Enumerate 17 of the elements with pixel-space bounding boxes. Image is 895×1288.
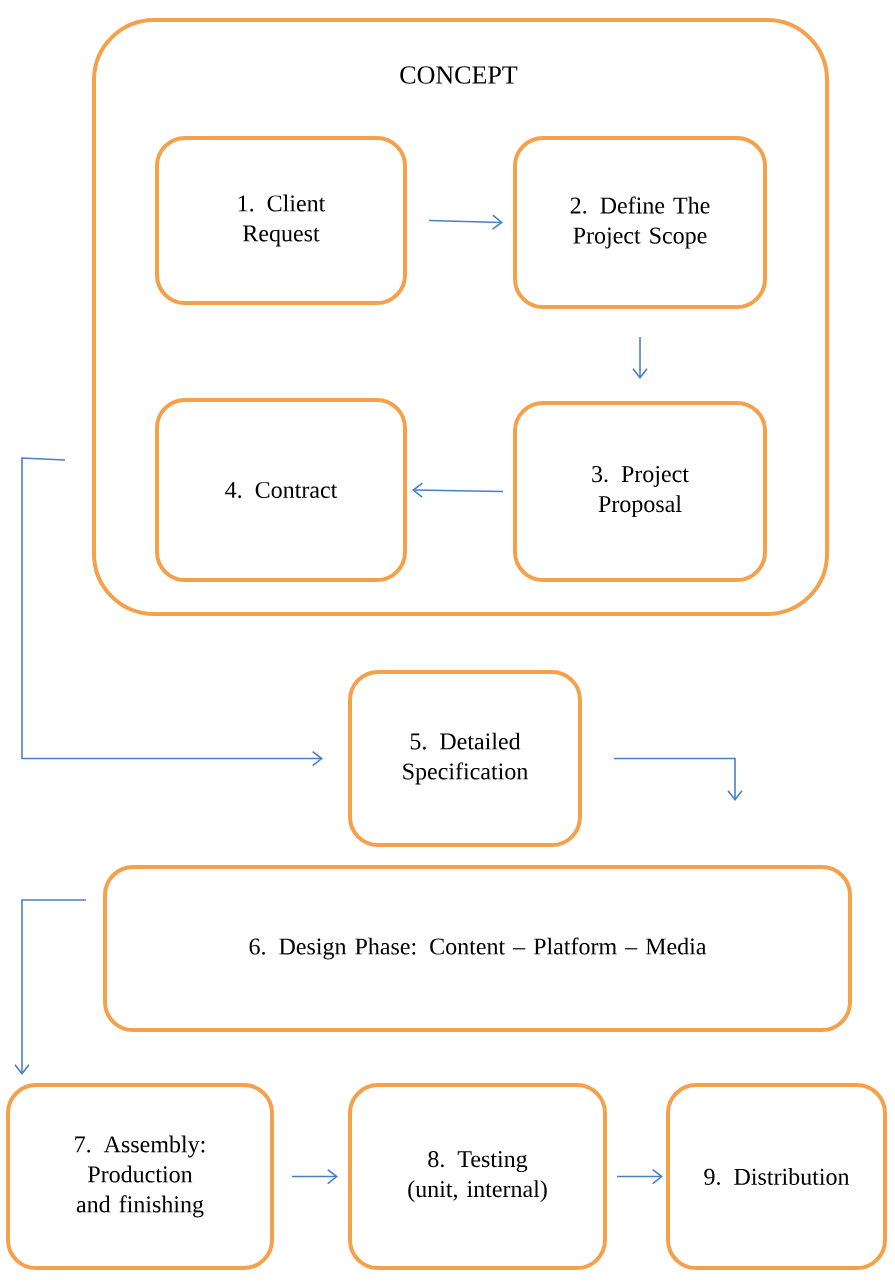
process-box: 2. Define The Project Scope	[513, 136, 767, 309]
arrow	[428, 214, 503, 230]
arrow	[14, 899, 87, 1075]
process-box: 5. Detailed Specification	[348, 670, 582, 847]
process-box: 8. Testing (unit, internal)	[348, 1083, 607, 1270]
process-box: 6. Design Phase: Content – Platform – Media	[103, 865, 852, 1032]
process-box: 4. Contract	[155, 398, 407, 582]
process-box: 9. Distribution	[666, 1083, 887, 1270]
arrow	[412, 482, 504, 498]
arrow	[616, 1168, 663, 1185]
arrow	[21, 457, 323, 767]
process-box: 3. Project Proposal	[513, 401, 767, 582]
process-box: 1. Client Request	[155, 136, 407, 305]
arrow	[632, 336, 648, 379]
arrow	[613, 757, 743, 801]
arrow	[291, 1168, 338, 1185]
process-box: 7. Assembly: Production and finishing	[6, 1083, 274, 1270]
